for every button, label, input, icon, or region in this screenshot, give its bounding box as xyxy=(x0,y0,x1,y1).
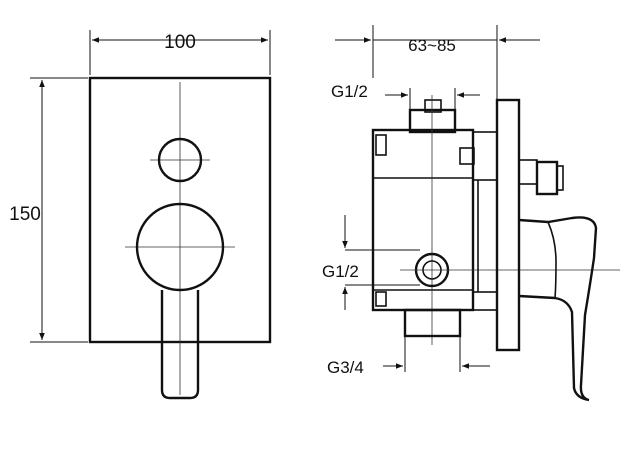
top-inlet-cap xyxy=(424,99,442,113)
front-view: 100 150 xyxy=(9,30,272,400)
handle-hub xyxy=(135,202,225,292)
top-inlet-nozzle xyxy=(408,108,457,134)
bottom-outlet-label: G3/4 xyxy=(327,358,364,377)
mounting-bracket-top xyxy=(472,131,498,181)
cover-plate-side xyxy=(495,98,521,352)
diverter-pin-tip xyxy=(556,165,564,191)
width-dimension-label: 100 xyxy=(164,32,196,53)
diverter-stem xyxy=(518,159,538,185)
side-view: 63~85 G1/2 G1/2 G3/4 xyxy=(322,25,620,402)
diverter-knob xyxy=(157,137,203,183)
handle-hub-curve xyxy=(547,221,557,299)
height-dimension-label: 150 xyxy=(9,204,41,225)
diverter-pin xyxy=(535,160,559,196)
valve-body-tab-bottom xyxy=(375,291,387,307)
side-inlet-label: G1/2 xyxy=(322,262,359,281)
top-inlet-label: G1/2 xyxy=(331,82,368,101)
valve-body-clip xyxy=(459,147,475,165)
bottom-outlet-nozzle xyxy=(403,308,462,338)
valve-body-tab-top xyxy=(375,134,387,156)
mounting-bracket-bottom xyxy=(472,291,498,311)
depth-dimension-label: 63~85 xyxy=(408,36,456,55)
lever-handle xyxy=(160,290,200,400)
handle-profile xyxy=(518,216,598,402)
